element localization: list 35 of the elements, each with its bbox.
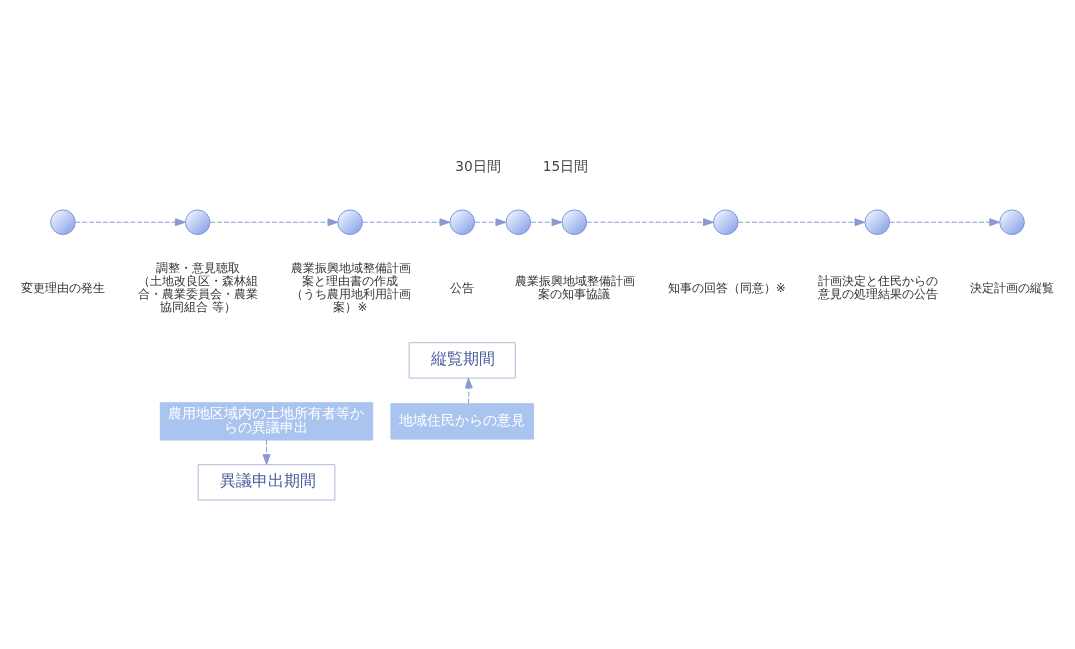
node-box: 縦覧期間 xyxy=(408,341,516,379)
node-circle xyxy=(561,208,588,235)
arrow xyxy=(530,217,563,226)
node-circle xyxy=(864,208,891,235)
node-label: （土地改良区・森林組合・農業委員会・農業協同組合 等） xyxy=(138,273,259,314)
arrow xyxy=(362,217,451,226)
label: 30日間 xyxy=(455,157,501,174)
arrow xyxy=(209,217,339,226)
node-label: 農業振興地域整備計画案の知事協議 xyxy=(514,273,635,301)
node-label: 計画決定と住民からの意見の処理結果の公告 xyxy=(817,273,938,301)
arrow xyxy=(586,217,714,226)
node-circle xyxy=(449,208,476,235)
node-label: 調整・意見聴取 xyxy=(155,260,240,275)
node-circle xyxy=(999,208,1025,235)
arrow xyxy=(262,439,271,465)
node-box: 農用地区域内の土地所有者等からの異議申出 xyxy=(159,401,374,441)
node-circle xyxy=(337,208,363,235)
node-label: 変更理由の発生 xyxy=(21,280,106,295)
arrow xyxy=(737,217,866,226)
node-label: 知事の回答（同意）※ xyxy=(667,280,786,295)
node-circle xyxy=(184,208,211,235)
node-circle xyxy=(50,208,76,235)
arrow xyxy=(74,217,186,226)
node-box: 地域住民からの意見 xyxy=(390,402,535,440)
label: 15日間 xyxy=(542,157,589,174)
node-circle xyxy=(713,208,739,235)
arrow xyxy=(464,377,473,404)
node-label: 決定計画の縦覧 xyxy=(970,280,1055,295)
node-box: 異議申出期間 xyxy=(197,463,336,501)
node-label: 公告 xyxy=(449,280,474,295)
arrow xyxy=(474,217,507,226)
node-label: 農業振興地域整備計画案と理由書の作成 xyxy=(290,260,411,288)
node-label: （うち農用地利用計画案）※ xyxy=(290,286,411,314)
node-circle xyxy=(505,208,532,235)
arrow xyxy=(889,217,1001,226)
